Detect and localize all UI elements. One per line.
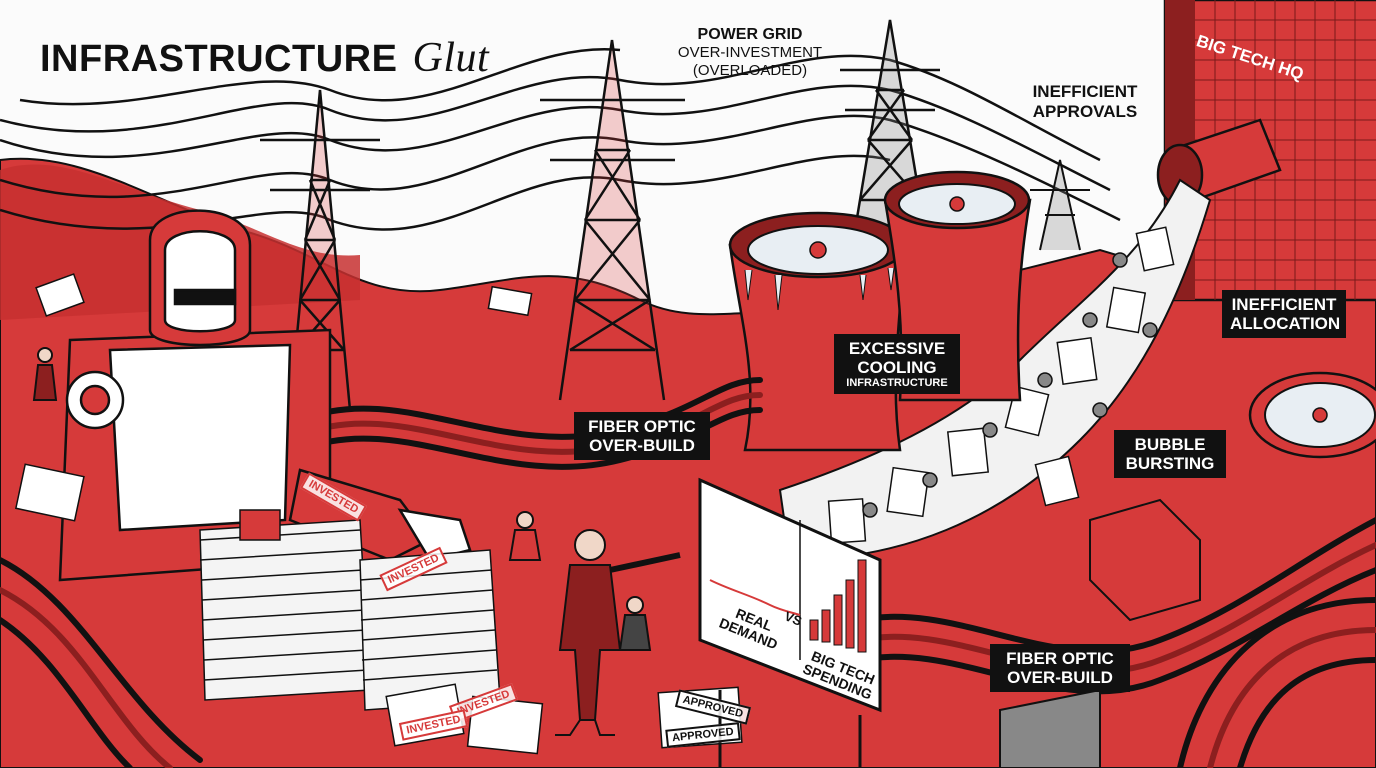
label-fiber-optic-right-line2: OVER-BUILD — [1007, 668, 1113, 688]
stream-coins — [862, 252, 1158, 518]
label-excessive-cooling: EXCESSIVE COOLING INFRASTRUCTURE — [834, 334, 960, 395]
comparison-signboard — [698, 477, 882, 768]
title-main: INFRASTRUCTURE — [40, 38, 398, 80]
title-subtitle: Glut — [412, 35, 490, 81]
power-lines — [0, 47, 1121, 231]
server-blocks — [999, 498, 1201, 768]
label-inefficient-approvals-line2: APPROVALS — [1032, 101, 1138, 121]
page-title: INFRASTRUCTURE Glut — [40, 34, 489, 82]
pylon-center — [540, 39, 685, 401]
label-fiber-optic-left: FIBER OPTIC OVER-BUILD — [574, 412, 710, 461]
label-power-grid-line1: POWER GRID — [697, 26, 803, 43]
label-excessive-cooling-line2: COOLING — [857, 358, 937, 378]
label-power-grid: POWER GRID OVER-INVESTMENT (OVERLOADED) — [660, 26, 840, 79]
label-inefficient-allocation-line1: INEFFICIENT — [1231, 295, 1337, 314]
label-fiber-optic-left-line1: FIBER OPTIC — [588, 417, 696, 436]
label-excessive-cooling-line3: INFRASTRUCTURE — [846, 377, 948, 390]
label-bubble-bursting: BUBBLE BURSTING — [1114, 430, 1226, 479]
businessman-figure — [555, 529, 681, 736]
label-power-grid-line3: (OVERLOADED) — [692, 61, 808, 79]
document-stacks — [199, 509, 501, 711]
cooling-tower-1 — [728, 211, 908, 452]
small-figures — [32, 347, 652, 651]
label-excessive-cooling-line1: EXCESSIVE — [848, 339, 946, 358]
label-inefficient-allocation: INEFFICIENT ALLOCATION — [1222, 290, 1346, 339]
pylon-far — [1030, 159, 1090, 251]
robot — [58, 209, 472, 582]
label-power-grid-line2: OVER-INVESTMENT — [677, 44, 823, 62]
label-bubble-bursting-line2: BURSTING — [1125, 454, 1215, 474]
label-fiber-optic-right-line1: FIBER OPTIC — [1006, 649, 1114, 668]
label-fiber-optic-right: FIBER OPTIC OVER-BUILD — [990, 644, 1130, 693]
cooling-fan-right — [1248, 371, 1376, 459]
label-inefficient-approvals-line1: INEFFICIENT — [1032, 82, 1138, 101]
label-inefficient-approvals: INEFFICIENT APPROVALS — [1020, 82, 1150, 121]
label-inefficient-allocation-line2: ALLOCATION — [1230, 314, 1341, 334]
label-bubble-bursting-line1: BUBBLE — [1134, 435, 1206, 454]
label-fiber-optic-left-line2: OVER-BUILD — [589, 436, 695, 456]
stamp-approved-2-text: APPROVED — [671, 725, 735, 745]
